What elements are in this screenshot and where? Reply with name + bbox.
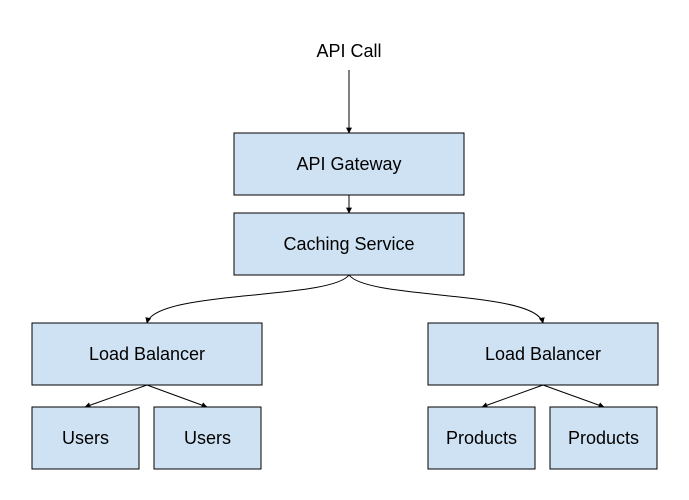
edge-cache-to-lb-left — [145, 274, 350, 324]
load-balancer-left-label: Load Balancer — [89, 344, 205, 364]
users-label-2: Users — [184, 428, 231, 448]
products-label-1: Products — [446, 428, 517, 448]
edge-lb-left-to-users-2 — [146, 384, 208, 408]
products-node-1: Products — [427, 406, 536, 470]
api-gateway-label: API Gateway — [296, 154, 401, 174]
products-label-2: Products — [568, 428, 639, 448]
users-label-1: Users — [62, 428, 109, 448]
load-balancer-right-node: Load Balancer — [427, 322, 659, 386]
load-balancer-right-label: Load Balancer — [485, 344, 601, 364]
load-balancer-left-node: Load Balancer — [31, 322, 263, 386]
users-node-2: Users — [153, 406, 262, 470]
caching-service-label: Caching Service — [283, 234, 414, 254]
edge-cache-to-lb-right — [348, 274, 545, 324]
api-call-label: API Call — [316, 41, 381, 61]
edge-lb-right-to-products-1 — [481, 384, 544, 408]
edge-lb-right-to-products-2 — [542, 384, 605, 408]
api-gateway-node: API Gateway — [233, 132, 465, 196]
users-node-1: Users — [31, 406, 140, 470]
caching-service-node: Caching Service — [233, 212, 465, 276]
products-node-2: Products — [549, 406, 658, 470]
edge-lb-left-to-users-1 — [84, 384, 148, 409]
